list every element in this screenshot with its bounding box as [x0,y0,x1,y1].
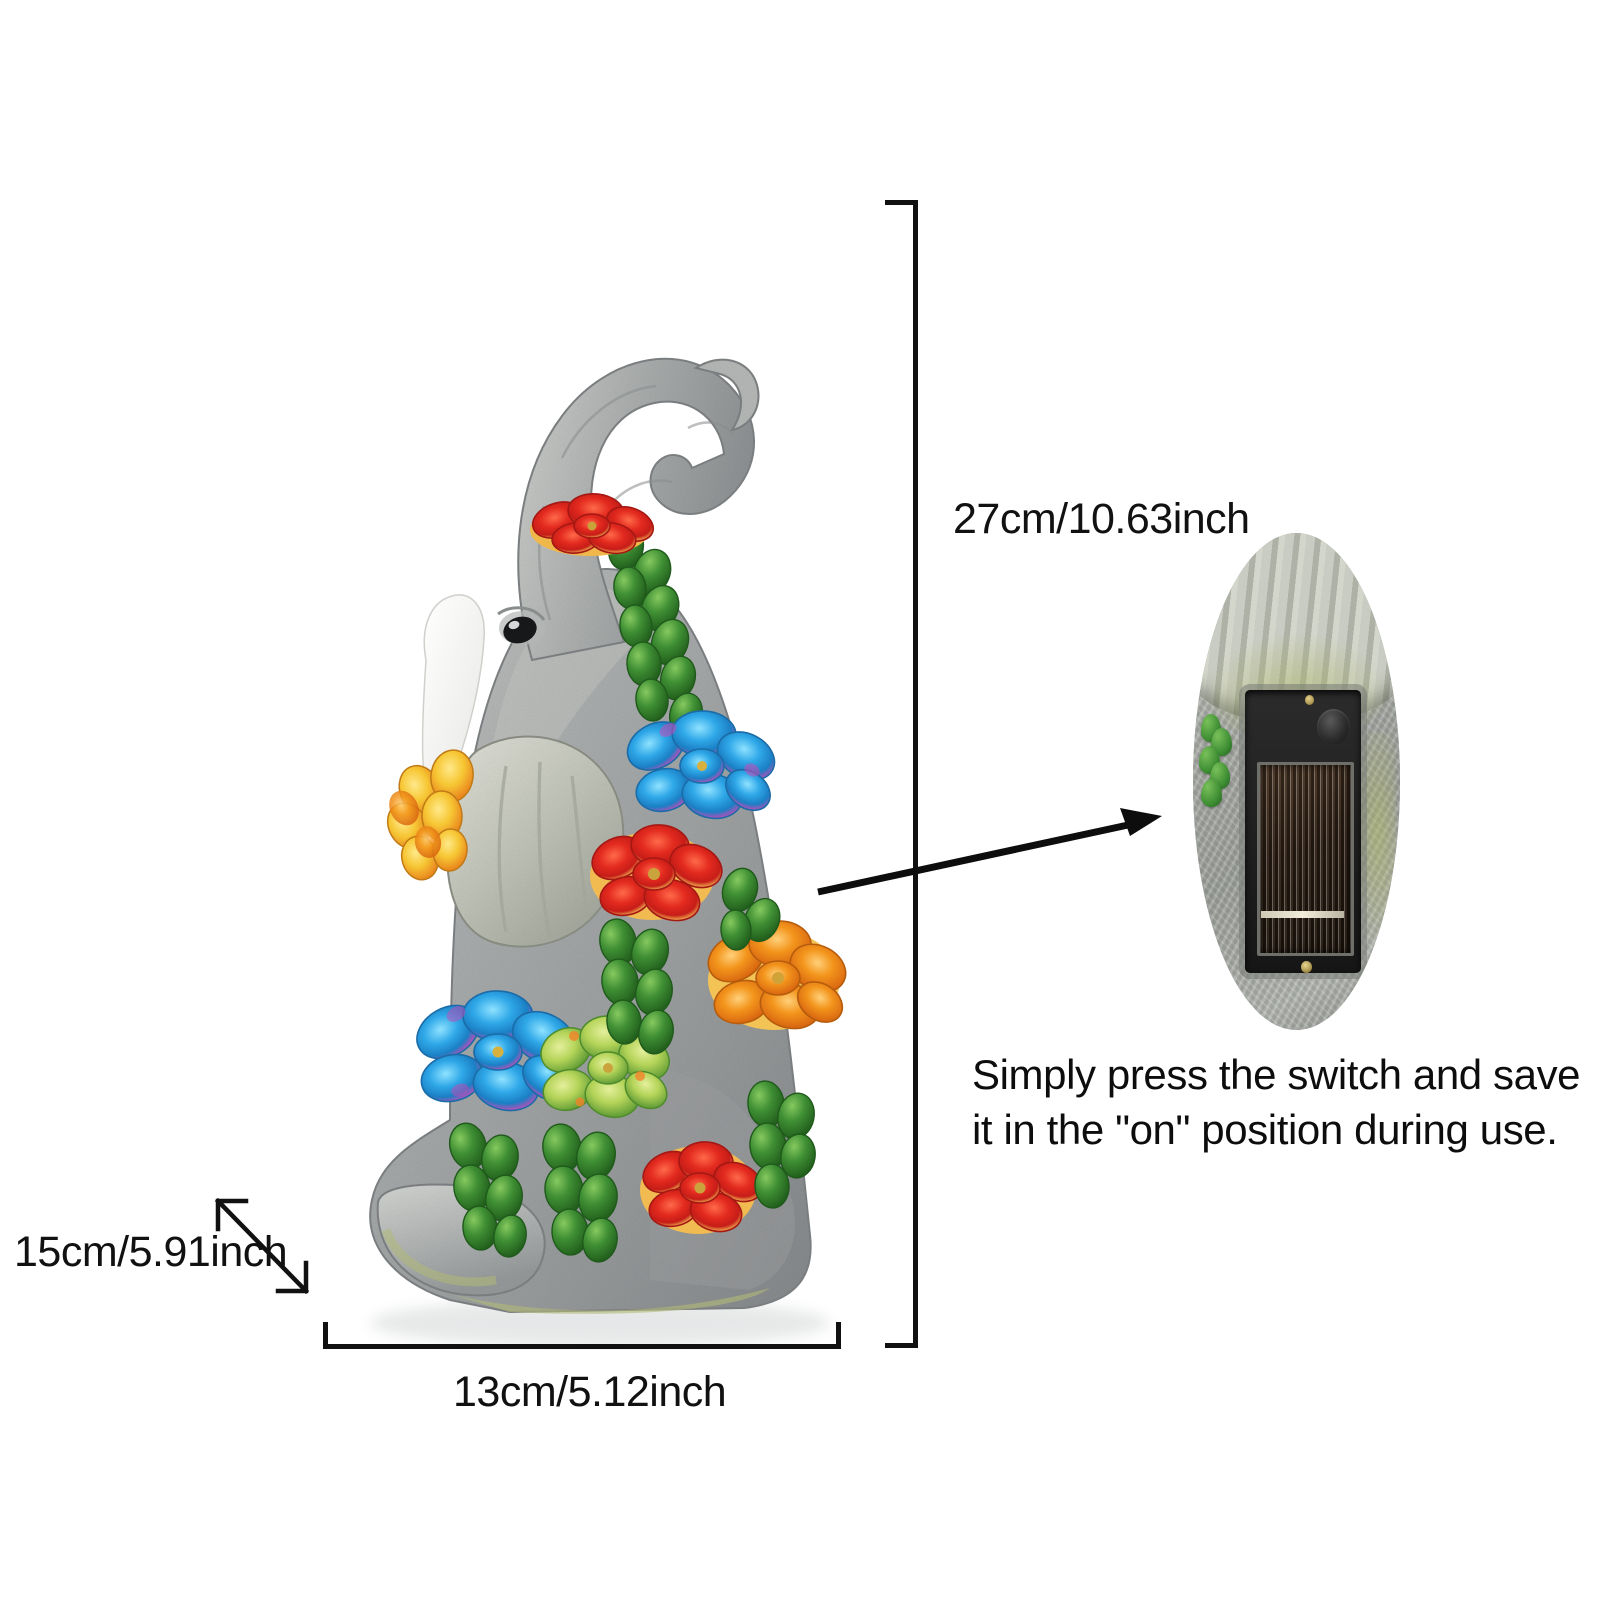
width-tick-left [323,1322,328,1349]
screw-icon-bottom [1300,961,1312,974]
width-tick-right [836,1322,841,1349]
switch-instruction-caption: Simply press the switch and save it in t… [972,1048,1592,1157]
width-dimension-line [323,1344,841,1349]
caption-line-1: Simply press the switch and save [972,1051,1581,1098]
height-tick-top [885,200,918,205]
elephant-statue-image [300,190,870,1350]
power-switch-button[interactable] [1317,709,1351,746]
succulent-leaves-icon [1199,712,1234,811]
pv-busbar [1261,910,1345,918]
height-dimension-line [913,200,918,1348]
caption-line-2: it in the "on" position during use. [972,1105,1558,1153]
width-dimension-label: 13cm/5.12inch [453,1368,727,1416]
depth-dimension-line [200,1185,330,1310]
photovoltaic-cell [1257,761,1355,957]
solar-panel-inset-photo [1193,533,1400,1030]
screw-icon-top [1304,695,1315,706]
callout-arrow [790,760,1180,920]
depth-dimension-label: 15cm/5.91inch [14,1228,288,1276]
height-tick-bottom [885,1343,918,1348]
